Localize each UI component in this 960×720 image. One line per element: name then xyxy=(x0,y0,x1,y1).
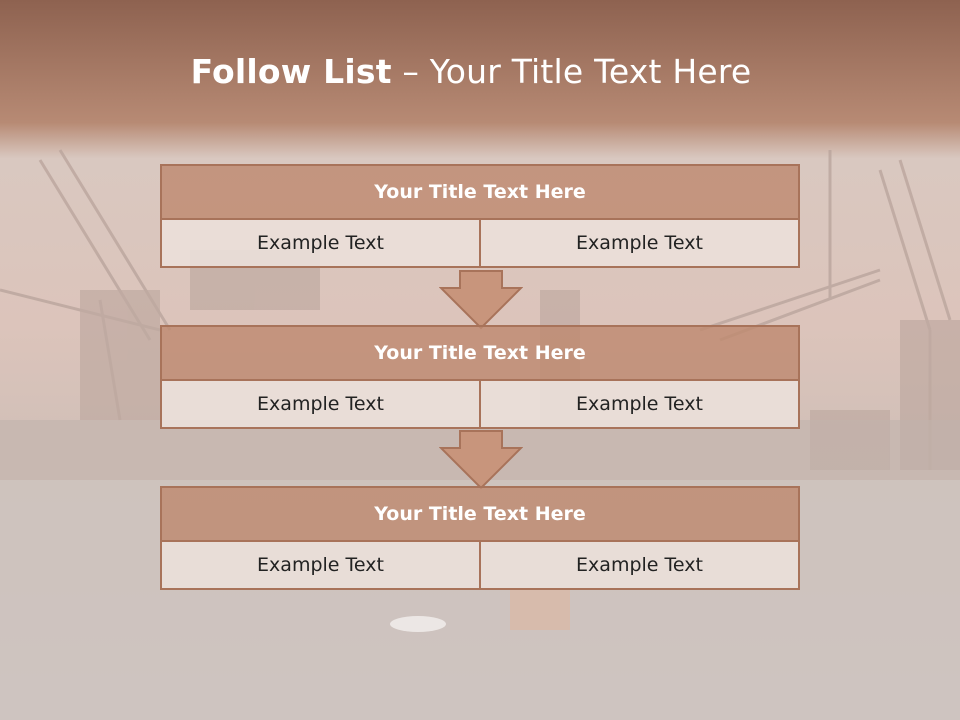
step-1-right-cell: Example Text xyxy=(479,218,800,268)
step-block-2: Your Title Text Here Example Text Exampl… xyxy=(160,325,800,429)
step-2-row: Example Text Example Text xyxy=(160,379,800,429)
slide-title: Follow List – Your Title Text Here xyxy=(0,52,942,91)
step-block-3: Your Title Text Here Example Text Exampl… xyxy=(160,486,800,590)
step-3-left-cell: Example Text xyxy=(160,540,481,590)
step-2-right-cell: Example Text xyxy=(479,379,800,429)
step-1-row: Example Text Example Text xyxy=(160,218,800,268)
slide-title-bold: Follow List xyxy=(190,52,392,91)
down-arrow-icon xyxy=(439,270,523,330)
step-2-header: Your Title Text Here xyxy=(160,325,800,381)
step-3-header: Your Title Text Here xyxy=(160,486,800,542)
step-1-left-cell: Example Text xyxy=(160,218,481,268)
step-3-row: Example Text Example Text xyxy=(160,540,800,590)
step-3-right-cell: Example Text xyxy=(479,540,800,590)
step-2-left-cell: Example Text xyxy=(160,379,481,429)
step-block-1: Your Title Text Here Example Text Exampl… xyxy=(160,164,800,268)
slide-title-rest: – Your Title Text Here xyxy=(391,52,752,91)
down-arrow-icon xyxy=(439,430,523,490)
step-1-header: Your Title Text Here xyxy=(160,164,800,220)
